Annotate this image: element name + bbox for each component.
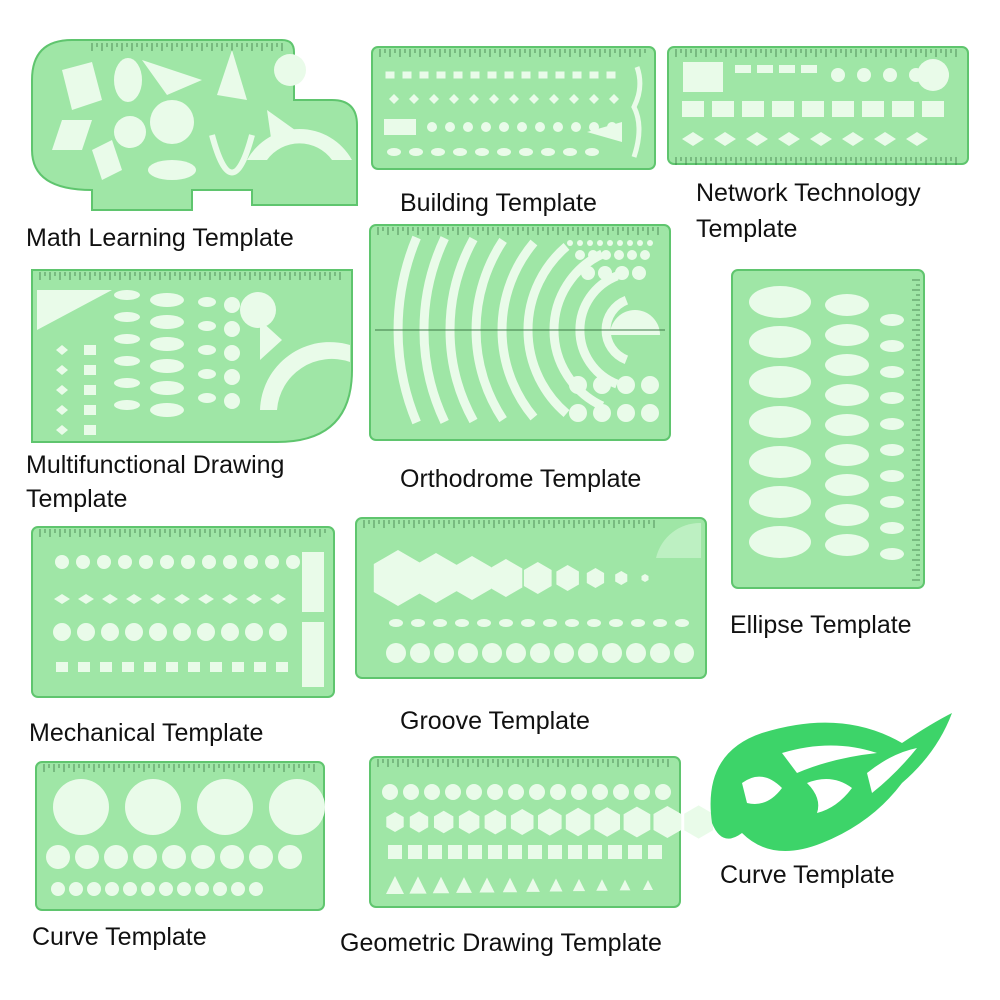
mechanical-template-graphic bbox=[31, 526, 335, 698]
multifunctional-drawing-template-image bbox=[31, 269, 353, 443]
math-learning-template-image bbox=[31, 39, 358, 211]
network-technology-template-image bbox=[667, 46, 969, 165]
curve-french-template-graphic bbox=[710, 713, 952, 851]
ellipse-template-image bbox=[731, 269, 925, 589]
network-technology-caption-line-1: Network Technology bbox=[696, 179, 921, 207]
curve-french-caption: Curve Template bbox=[720, 861, 895, 889]
network-technology-template-graphic bbox=[667, 46, 969, 165]
geometric-drawing-template-image bbox=[369, 756, 713, 908]
building-template-image bbox=[371, 46, 656, 170]
multifunctional-drawing-caption-line-1: Multifunctional Drawing bbox=[26, 451, 285, 479]
groove-caption: Groove Template bbox=[400, 707, 590, 735]
groove-template-graphic bbox=[355, 517, 707, 679]
orthodrome-template-image bbox=[369, 224, 671, 441]
building-caption: Building Template bbox=[400, 189, 597, 217]
multifunctional-drawing-caption-line-2: Template bbox=[26, 485, 128, 513]
mechanical-caption: Mechanical Template bbox=[29, 719, 264, 747]
geometric-drawing-caption: Geometric Drawing Template bbox=[340, 929, 662, 957]
geometric-drawing-template-graphic bbox=[369, 756, 713, 908]
curve-circles-template-image bbox=[35, 761, 325, 911]
ellipse-caption: Ellipse Template bbox=[730, 611, 912, 639]
math-learning-caption: Math Learning Template bbox=[26, 224, 294, 252]
groove-template-image bbox=[355, 517, 707, 679]
building-template-graphic bbox=[371, 46, 656, 170]
curve-french-template-image bbox=[702, 713, 952, 851]
ellipse-template-graphic bbox=[731, 269, 925, 589]
curve-circles-template-graphic bbox=[35, 761, 325, 911]
math-learning-template-graphic bbox=[31, 39, 358, 211]
mechanical-template-image bbox=[31, 526, 335, 698]
network-technology-caption-line-2: Template bbox=[696, 215, 798, 243]
orthodrome-caption: Orthodrome Template bbox=[400, 465, 642, 493]
orthodrome-template-graphic bbox=[369, 224, 671, 441]
curve-circles-caption: Curve Template bbox=[32, 923, 207, 951]
multifunctional-drawing-template-graphic bbox=[31, 269, 353, 443]
